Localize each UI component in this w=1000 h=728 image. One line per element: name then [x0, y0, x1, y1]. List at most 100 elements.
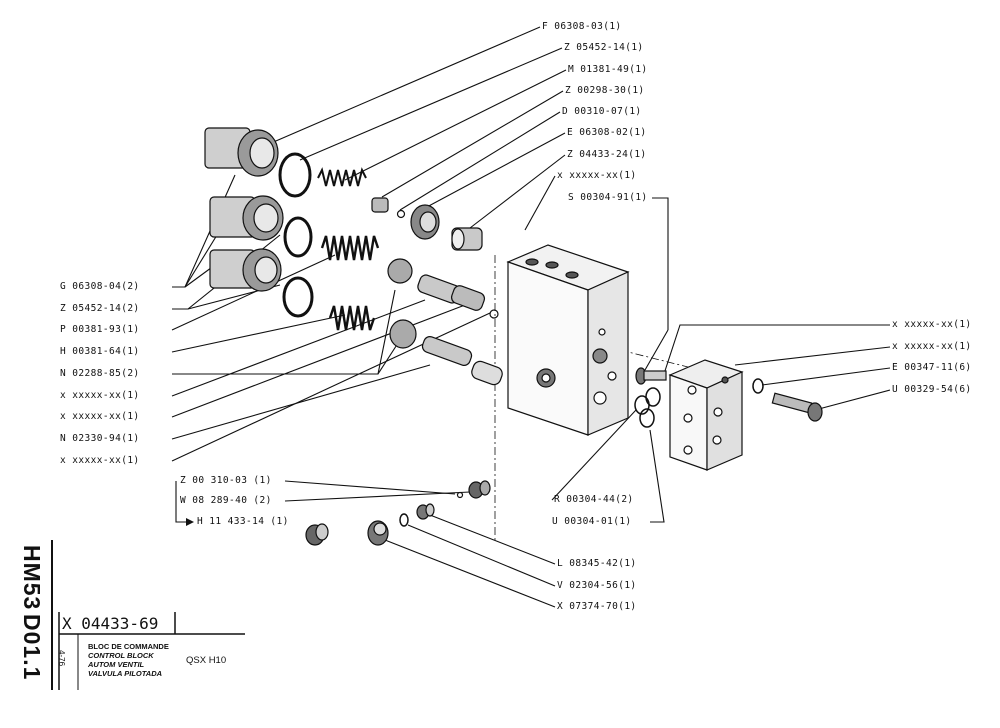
part-callout: N 02288-85(2)	[60, 368, 140, 379]
arrow-head-icon	[186, 518, 194, 526]
part-callout: Z 04433-24(1)	[567, 149, 647, 160]
nut-part	[410, 204, 440, 240]
part-callout: S 00304-91(1)	[568, 192, 648, 203]
part-callout: x xxxxx-xx(1)	[892, 319, 972, 330]
leader-line	[254, 26, 541, 151]
o-ring	[278, 152, 312, 198]
part-callout: R 00304-44(2)	[554, 494, 634, 505]
o-ring	[645, 387, 661, 407]
part-callout: W 08 289-40 (2)	[180, 495, 272, 506]
part-callout: D 00310-07(1)	[562, 106, 642, 117]
part-callout: X 07374-70(1)	[557, 601, 637, 612]
sheet-code: HM53	[19, 545, 45, 611]
leader-line	[171, 299, 426, 397]
part-callout: x xxxxx-xx(1)	[60, 390, 140, 401]
leader-line	[171, 254, 336, 331]
spring	[328, 305, 376, 331]
part-callout: Z 05452-14(2)	[60, 303, 140, 314]
part-callout: E 00347-11(6)	[892, 362, 972, 373]
plug-part	[367, 520, 389, 546]
ball-part	[396, 209, 406, 219]
plug-part	[468, 480, 491, 499]
leader-line	[644, 329, 669, 371]
spool-part	[421, 336, 473, 366]
leader-line	[299, 47, 563, 161]
model-code: QSX H10	[186, 655, 227, 666]
part-callout: x xxxxx-xx(1)	[60, 411, 140, 422]
leader-line	[171, 364, 431, 440]
part-callout: M 01381-49(1)	[568, 64, 648, 75]
adapter-block	[668, 359, 744, 471]
part-callout: Z 00298-30(1)	[565, 85, 645, 96]
o-ring	[399, 513, 409, 527]
leader-line	[469, 154, 566, 229]
o-ring	[639, 408, 655, 428]
spool-part	[417, 274, 486, 311]
o-ring	[283, 216, 313, 258]
leader-line	[407, 524, 556, 587]
plug-part	[305, 523, 329, 546]
part-callout: U 00304-01(1)	[552, 516, 632, 527]
leader-line	[171, 314, 346, 353]
part-callout: H 00381-64(1)	[60, 346, 140, 357]
title-fr: BLOC DE COMMANDE	[88, 642, 169, 651]
leader-line	[344, 69, 567, 181]
part-callout: V 02304-56(1)	[557, 580, 637, 591]
cap-part	[209, 248, 282, 292]
sheet-code-bar	[11, 540, 53, 690]
title-es: VALVULA PILOTADA	[88, 669, 163, 678]
leader-line	[284, 480, 456, 495]
leader-line	[429, 514, 556, 565]
seat-part	[451, 227, 483, 251]
axis-line	[619, 349, 701, 371]
leader-line	[381, 90, 564, 198]
title-en: CONTROL BLOCK	[88, 651, 154, 660]
cap-part	[204, 127, 279, 177]
leader-line	[424, 132, 566, 209]
cap-part	[209, 195, 284, 241]
part-callout: F 06308-03(1)	[542, 21, 622, 32]
leader-line	[734, 346, 891, 366]
leader-line	[171, 304, 466, 418]
part-callout: x xxxxx-xx(1)	[892, 341, 972, 352]
washer-part	[387, 258, 413, 284]
part-callout: U 00329-54(6)	[892, 384, 972, 395]
ball-part	[456, 491, 464, 499]
leader-line	[551, 409, 637, 501]
bracket-line	[175, 481, 186, 523]
part-callout: E 06308-02(1)	[567, 127, 647, 138]
leader-line	[384, 539, 556, 608]
part-callout: N 02330-94(1)	[60, 433, 140, 444]
part-callout: Z 05452-14(1)	[564, 42, 644, 53]
spring	[317, 167, 367, 187]
part-callout: x xxxxx-xx(1)	[60, 455, 140, 466]
leader-line	[814, 389, 891, 411]
washer-part	[389, 319, 417, 349]
plug-part	[416, 503, 435, 520]
leader-line	[761, 367, 891, 386]
leader-line	[649, 429, 665, 523]
o-ring	[282, 276, 314, 318]
assembly-number: X 04433-69	[62, 614, 159, 633]
control-block-body	[506, 244, 630, 436]
leader-line	[652, 197, 669, 330]
leader-line	[524, 175, 556, 231]
spring	[320, 235, 380, 261]
leader-line	[171, 312, 491, 462]
poppet-part	[371, 197, 389, 213]
part-callout: Z 00 310-03 (1)	[180, 475, 272, 486]
leader-line	[399, 111, 561, 211]
washer-part	[752, 378, 764, 394]
part-callout: L 08345-42(1)	[557, 558, 637, 569]
sheet-date: 4-76	[57, 650, 66, 667]
part-callout: H 11 433-14 (1)	[197, 516, 289, 527]
title-de: AUTOM VENTIL	[88, 660, 145, 669]
leader-line	[284, 491, 471, 502]
ball-part	[489, 309, 499, 319]
plug-part	[471, 360, 503, 386]
sheet-section: D01.1	[19, 614, 45, 681]
part-callout: G 06308-04(2)	[60, 281, 140, 292]
part-callout: P 00381-93(1)	[60, 324, 140, 335]
